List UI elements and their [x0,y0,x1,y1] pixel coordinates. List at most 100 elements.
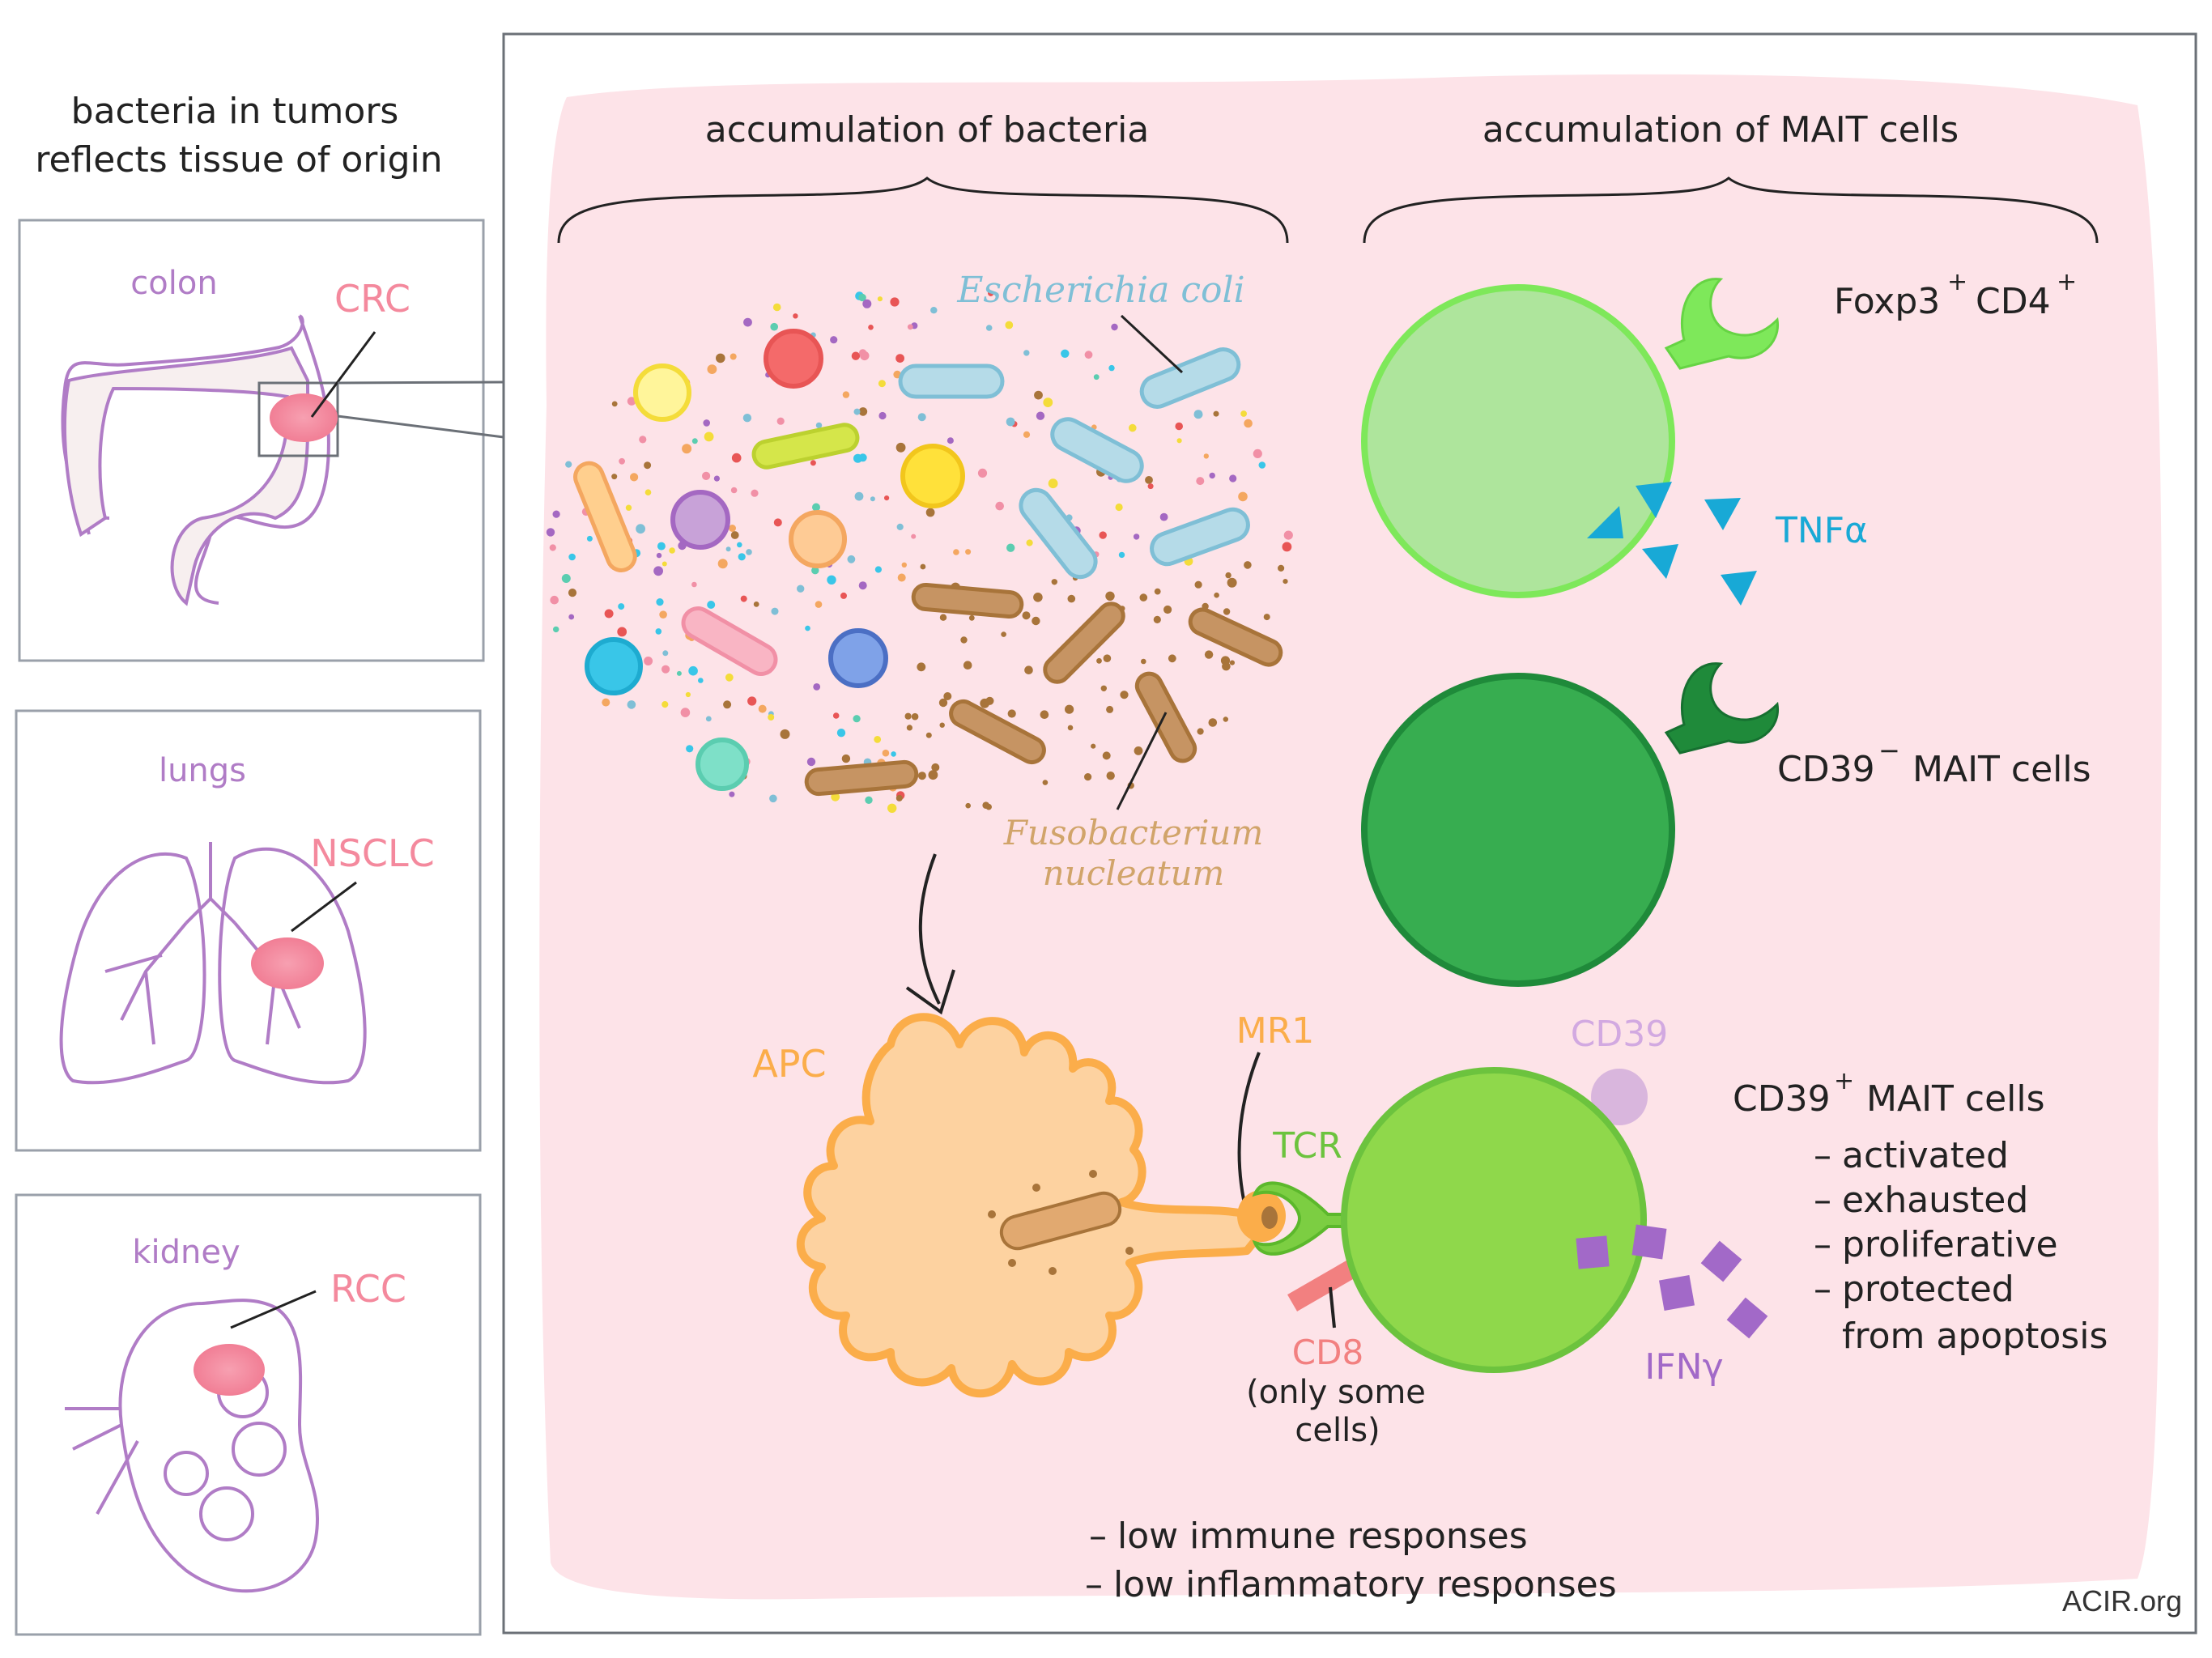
bacteria-dot [1106,772,1115,780]
bacteria-dot [776,417,785,425]
bacteria-dot [906,725,912,731]
bacteria-dot [1033,593,1043,602]
bacteria-dot [639,436,647,444]
bacteria-dot [713,475,721,482]
bacteria-dot [586,535,593,542]
cd8-label: CD8 [1292,1333,1363,1372]
bacteria-dot [1006,417,1015,427]
rod-ecoli-3 [1050,417,1144,483]
svg-text:–: – [1814,1135,1831,1176]
cd8-note-2: cells) [1295,1412,1380,1449]
response-inflammatory: low inflammatory responses [1113,1564,1617,1605]
bacteria-dot [1141,658,1146,665]
bacteria-dot [1105,591,1115,601]
fuso-label-1: Fusobacterium [1003,813,1264,852]
bacteria-dot [661,561,667,567]
bacteria-dot [813,683,821,691]
bacteria-dot [1194,580,1202,589]
bacteria-dot [939,722,945,728]
bacteria-dot [870,496,875,502]
tnf-label: TNFα [1775,510,1868,551]
treg-cell [1361,284,1675,598]
cd39neg-label-a-sup: − [1878,735,1900,766]
bacteria-dot [644,461,652,470]
bacteria-dot [737,542,742,548]
cd39pos-label-a-sup: + [1834,1067,1854,1095]
bacteria-dot [1103,654,1112,662]
bacteria-dot [988,290,994,296]
bacteria-dot [812,503,820,512]
bacteria-dot [965,802,971,809]
cd39neg-receptor [1664,662,1780,755]
kidney-label: kidney [132,1234,240,1271]
bacteria-dot [1001,631,1006,637]
bacteria-dot [604,609,614,619]
bacteria-dot [751,489,759,497]
rod-ecoli-1 [898,363,1005,399]
treg-label-a: Foxp3 [1834,281,1940,322]
bacteria-dot [1159,512,1168,521]
bacteria-dot [746,549,752,555]
bacteria-dot [810,460,816,466]
bacteria-dot [1263,614,1270,621]
bacteria-dot [565,461,572,468]
bacteria-dot [851,351,861,360]
ifn-label: IFNγ [1644,1346,1723,1388]
bacteria-dot [702,471,711,481]
bacteria-dot [1115,503,1123,512]
bacteria-dot [836,729,846,738]
bacteria-dot [931,763,940,772]
cd39neg-title: CD39 − MAIT cells [1777,735,2091,790]
left-title: bacteria in tumors reflects tissue of or… [35,91,442,181]
svg-text:–: – [1814,1269,1831,1310]
trait-protected: protected [1842,1269,2014,1310]
bacteria-dot [1258,461,1266,469]
rcc-tumor [194,1344,265,1396]
cd39pos-traits: – activated – exhausted – proliferative … [1814,1135,2108,1357]
crc-label: CRC [334,277,410,321]
bacteria-dot [611,474,618,480]
bacteria-dot [1203,453,1210,459]
bacteria-dot [853,715,861,723]
left-title-line-1: bacteria in tumors [71,91,399,132]
apc-label: APC [752,1042,826,1086]
trait-proliferative: proliferative [1842,1224,2058,1265]
bacteria-dot [704,432,714,442]
bacteria-dot [1139,593,1148,602]
bacteria-dot [725,673,734,682]
bacteria-dot [963,661,972,670]
crc-pointer [310,331,376,418]
bacteria-dot [743,317,752,327]
fuso-label-2: nucleatum [1043,853,1225,893]
svg-text:–: – [1085,1564,1103,1605]
bacteria-dot [858,349,867,357]
mr1-label: MR1 [1236,1010,1315,1052]
bacteria-dot [661,701,669,708]
bacteria-dot [858,453,867,462]
nsclc-pointer [291,881,357,933]
bacteria-dot [1034,390,1043,400]
bacteria-dot [742,414,752,423]
bacteria-dot [773,518,782,527]
bacteria-to-apc-arrow [918,853,941,1005]
bacteria-dot [1084,773,1092,781]
bacteria-dot [685,691,691,698]
bacteria-dot [1108,364,1115,372]
bacteria-dot [1006,543,1015,552]
bacteria-dot [890,297,900,307]
bacteria-dot [682,444,692,454]
bacteria-dot [1147,483,1154,490]
bacteria-dot [669,547,675,554]
coccus-cyan [585,637,643,695]
bacteria-dot [561,574,571,583]
bacteria-dot [1042,780,1049,785]
cd39pos-title: CD39 + MAIT cells [1733,1067,2045,1120]
bacteria-dot [1022,611,1031,620]
bacteria-dot [877,296,883,302]
cd8-note-1: (only some [1246,1374,1426,1411]
bacteria-dot [858,581,867,590]
bacteria-dot [995,501,1004,511]
bacteria-dot [884,495,890,501]
bacteria-dot [1048,478,1058,489]
bacteria-dot [1223,608,1231,615]
